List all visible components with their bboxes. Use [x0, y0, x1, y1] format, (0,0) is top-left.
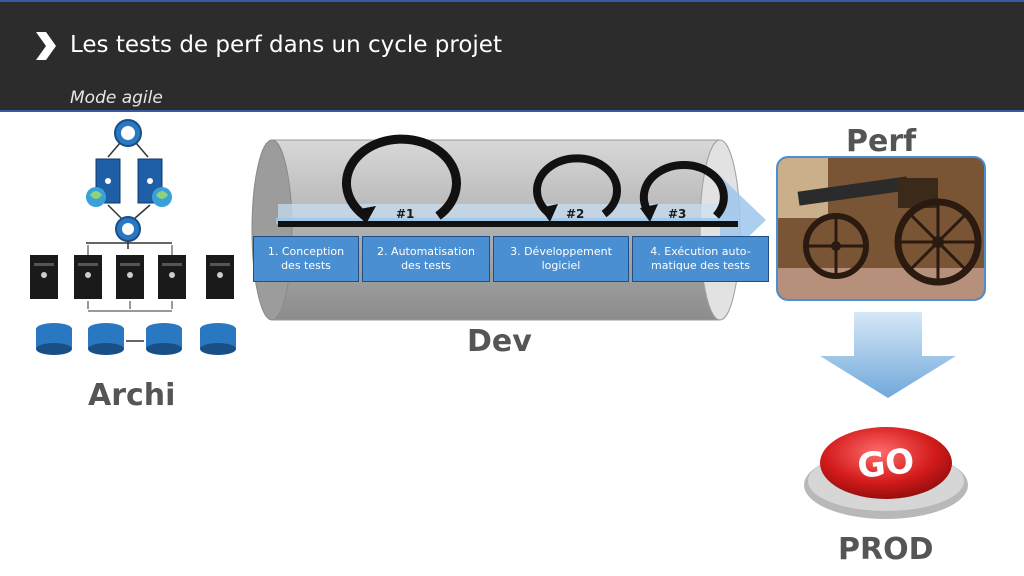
header-bar: Les tests de perf dans un cycle projet M… — [0, 0, 1024, 112]
go-text: GO — [856, 441, 917, 487]
go-button-icon: GO — [804, 427, 968, 519]
step-box: 1. Conception des tests — [253, 236, 359, 282]
web-server-icon — [137, 158, 172, 207]
load-balancer-icon — [115, 216, 141, 242]
architecture-diagram — [30, 119, 236, 355]
server-icon — [74, 255, 102, 299]
step-box: 3. Développement logiciel — [493, 236, 629, 282]
cannon-photo — [776, 156, 986, 301]
gatling-gun-image — [778, 158, 984, 299]
perf-label: Perf — [846, 124, 917, 159]
down-arrow-icon — [820, 312, 956, 398]
iteration-loop-icon — [533, 154, 621, 218]
database-icon — [88, 323, 124, 355]
server-icon — [116, 255, 144, 299]
server-icon — [206, 255, 234, 299]
prod-label: PROD — [838, 532, 934, 567]
iteration-label: #1 — [396, 207, 415, 221]
server-icon — [158, 255, 186, 299]
steps-row: 1. Conception des tests 2. Automatisatio… — [253, 236, 769, 282]
step-box: 2. Automatisation des tests — [362, 236, 490, 282]
page-title: Les tests de perf dans un cycle projet — [70, 32, 502, 58]
database-icon — [36, 323, 72, 355]
server-icon — [30, 255, 58, 299]
iteration-label: #3 — [668, 207, 687, 221]
chevron-right-icon — [36, 32, 56, 60]
iteration-loop-icon — [342, 134, 461, 222]
iteration-label: #2 — [566, 207, 585, 221]
page-subtitle: Mode agile — [70, 88, 163, 108]
timeline-arrow-icon — [276, 176, 766, 264]
step-box: 4. Exécution auto-matique des tests — [632, 236, 769, 282]
database-icon — [146, 323, 182, 355]
dev-cylinder — [251, 134, 766, 321]
iteration-loop-icon — [639, 160, 728, 219]
archi-label: Archi — [88, 378, 176, 413]
web-server-icon — [86, 158, 121, 207]
dev-label: Dev — [467, 324, 532, 359]
database-icon — [200, 323, 236, 355]
network-hub-icon — [114, 119, 142, 147]
